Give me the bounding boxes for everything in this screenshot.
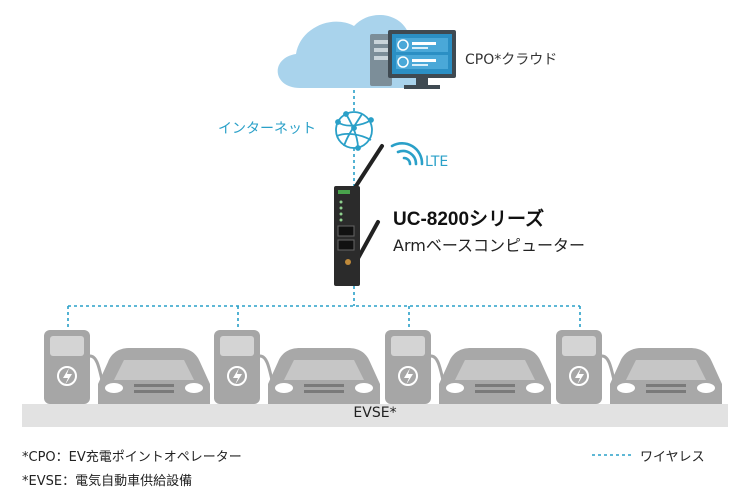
footnote-cpo: *CPO：EV充電ポイントオペレーター — [22, 450, 242, 465]
product-subtitle: Armベースコンピューター — [393, 236, 586, 255]
charging-station-1 — [44, 330, 210, 404]
lte-signal-icon — [390, 142, 424, 166]
evse-ground-band — [22, 404, 728, 427]
footnote-evse: *EVSE：電気自動車供給設備 — [22, 474, 193, 489]
charging-station-4 — [556, 330, 722, 404]
lte-label: LTE — [425, 154, 449, 170]
internet-label: インターネット — [218, 121, 316, 137]
evse-label: EVSE* — [353, 405, 397, 421]
legend-wireless-label: ワイヤレス — [640, 450, 705, 465]
charging-station-3 — [385, 330, 551, 404]
server-computer-icon — [370, 30, 456, 89]
wireless-links — [67, 90, 581, 330]
charging-station-2 — [214, 330, 380, 404]
uc-8200-device-icon — [334, 144, 384, 286]
product-title: UC-8200シリーズ — [393, 209, 545, 230]
internet-globe-icon — [335, 111, 374, 151]
cpo-cloud-label: CPO*クラウド — [465, 52, 558, 68]
